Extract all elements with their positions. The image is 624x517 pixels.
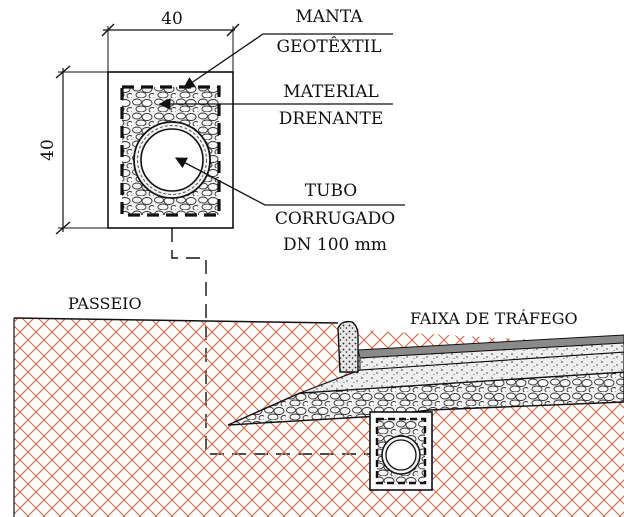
corrugated-pipe-inner bbox=[140, 128, 204, 192]
curb bbox=[337, 320, 359, 373]
tubo-label-line2: CORRUGADO bbox=[275, 209, 395, 229]
height-dimension-label: 40 bbox=[38, 139, 58, 161]
road-section-group: PASSEIO FAIXA DE TRÁFEGO bbox=[13, 294, 624, 517]
faixa-label: FAIXA DE TRÁFEGO bbox=[410, 308, 578, 328]
height-tick-top bbox=[55, 65, 71, 79]
passeio-label: PASSEIO bbox=[68, 294, 142, 313]
tubo-leader bbox=[174, 157, 405, 206]
sidewalk-surface bbox=[13, 317, 339, 324]
tubo-label-line3: DN 100 mm bbox=[283, 235, 387, 255]
pavement-surface bbox=[357, 334, 624, 359]
detail-box-group: 40 40 MANTA GEOTÊXTIL MATERIAL DRENANTE … bbox=[38, 7, 405, 255]
material-label-line2: DRENANTE bbox=[279, 109, 384, 129]
width-tick-right bbox=[226, 23, 240, 37]
manta-label-line2: GEOTÊXTIL bbox=[276, 36, 381, 57]
manta-label-line1: MANTA bbox=[295, 7, 363, 27]
width-dimension-label: 40 bbox=[161, 9, 183, 29]
material-label-line1: MATERIAL bbox=[283, 82, 379, 102]
pavement-base bbox=[359, 342, 624, 371]
width-tick-left bbox=[101, 23, 115, 37]
section-pipe-inner bbox=[385, 439, 417, 471]
manta-leader bbox=[183, 33, 393, 89]
height-tick-bottom bbox=[55, 221, 71, 235]
concrete-base-layer bbox=[299, 351, 624, 394]
tubo-label-line1: TUBO bbox=[305, 181, 357, 201]
geotextile-blanket bbox=[120, 85, 221, 217]
corrugated-pipe-ring bbox=[137, 125, 207, 195]
